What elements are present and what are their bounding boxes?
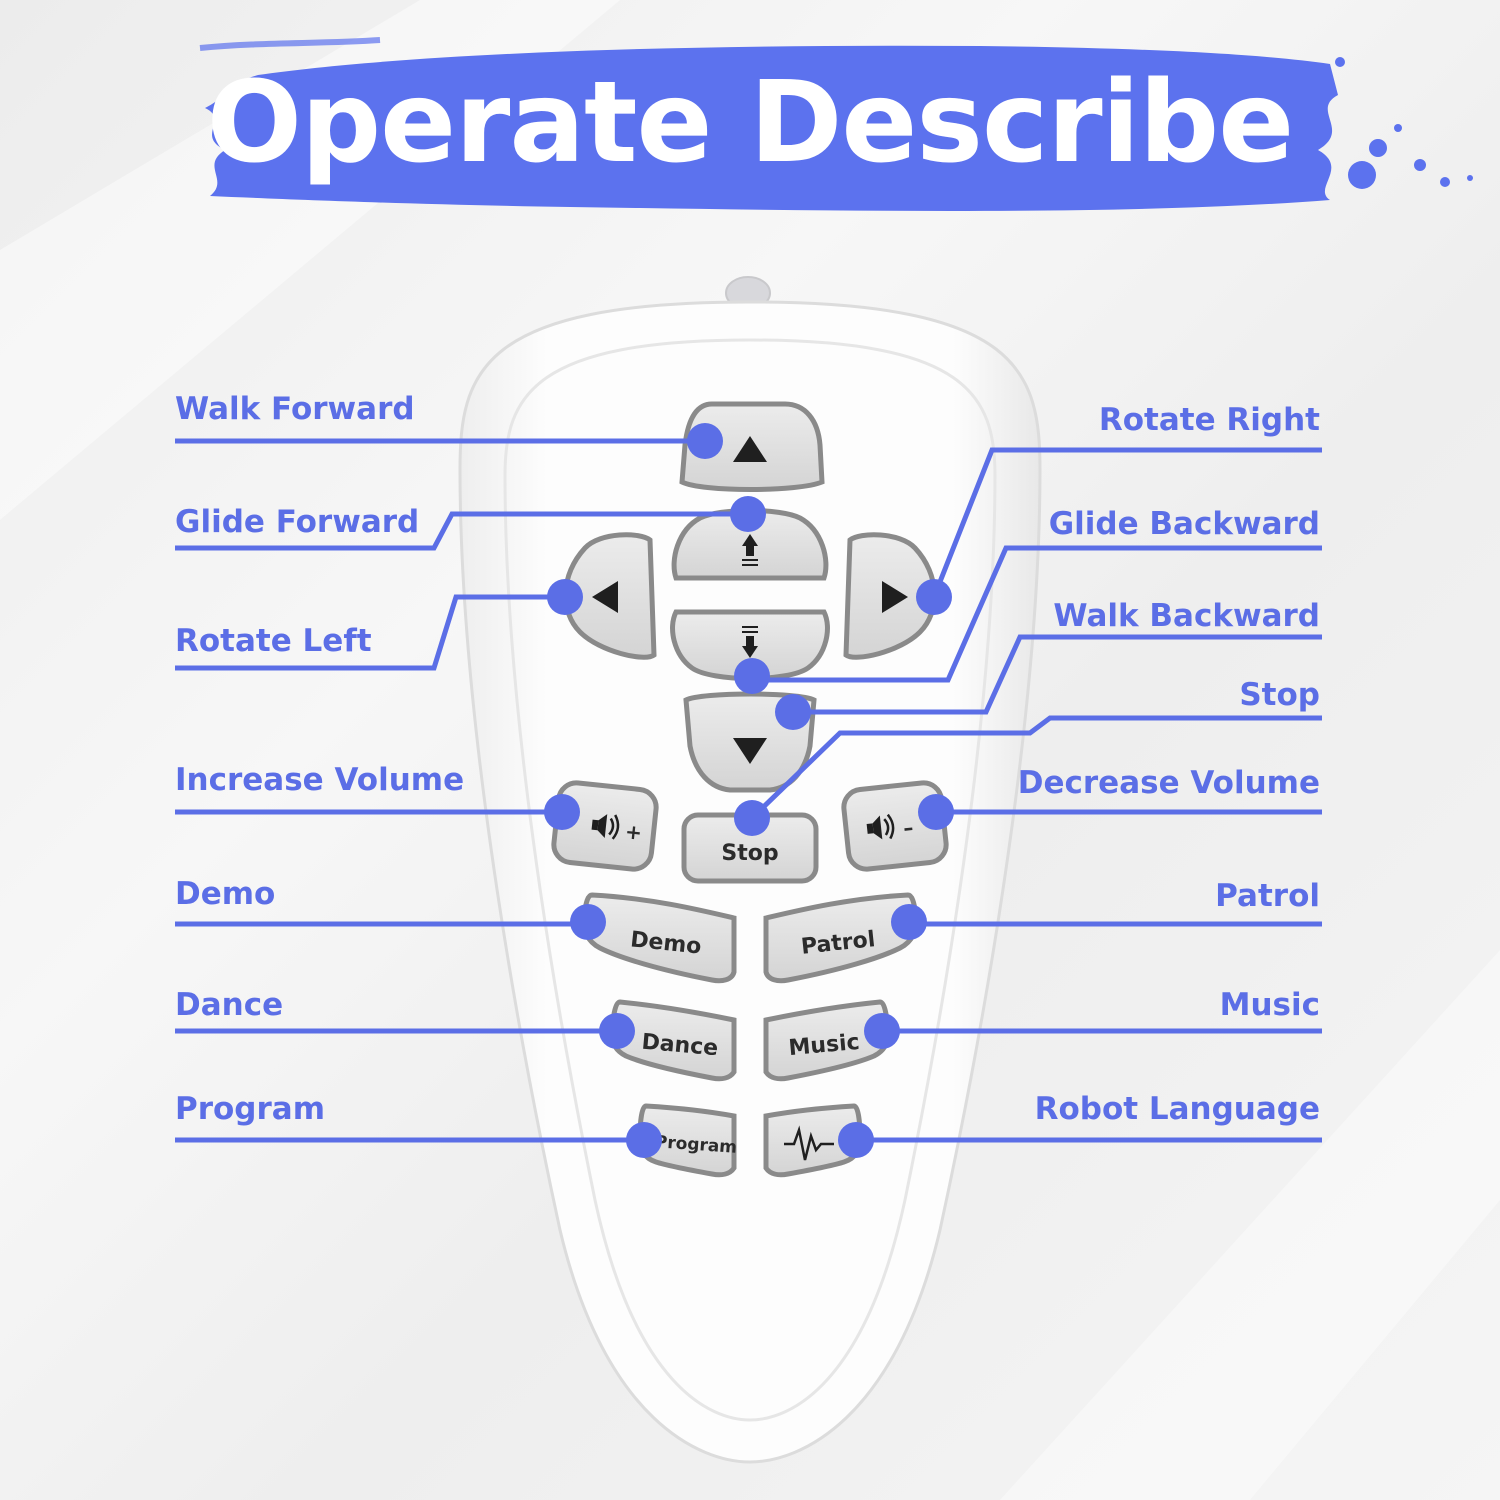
arrow-down-icon: [742, 626, 758, 658]
label-stop: Stop: [1239, 677, 1320, 713]
waveform-icon: [784, 1125, 834, 1161]
label-walk-backward: Walk Backward: [1053, 598, 1320, 634]
callout-dot-stop: [734, 800, 770, 836]
label-walk-forward: Walk Forward: [175, 391, 415, 427]
callout-dot-walk-backward: [775, 694, 811, 730]
callout-dot-dance: [599, 1013, 635, 1049]
arrow-up-icon: [742, 534, 758, 566]
leader-rotate-right: [931, 447, 1322, 598]
music-button-label: Music: [788, 1030, 861, 1061]
label-glide-backward: Glide Backward: [1048, 506, 1320, 542]
callout-dot-rotate-left: [547, 579, 583, 615]
callout-dot-music: [864, 1013, 900, 1049]
label-decrease-volume: Decrease Volume: [1017, 765, 1320, 801]
title-banner: [199, 37, 1473, 211]
triangle-down-icon: [733, 738, 767, 764]
callout-dot-rotate-right: [916, 579, 952, 615]
leader-rotate-left: [175, 594, 565, 671]
callout-dot-program: [626, 1122, 662, 1158]
leader-walk-backward: [793, 634, 1322, 715]
label-music: Music: [1219, 987, 1320, 1023]
label-robot-language: Robot Language: [1034, 1091, 1320, 1127]
page-title: Operate Describe: [206, 58, 1294, 188]
triangle-right-icon: [882, 581, 908, 613]
label-program: Program: [175, 1091, 326, 1127]
callout-dot-robot-language: [838, 1122, 874, 1158]
callout-dot-walk-forward: [687, 423, 723, 459]
label-rotate-left: Rotate Left: [175, 623, 372, 659]
callout-dot-decrease-volume: [918, 794, 954, 830]
callout-dot-glide-backward: [734, 658, 770, 694]
label-glide-forward: Glide Forward: [175, 504, 420, 540]
label-dance: Dance: [175, 987, 284, 1023]
callout-dot-increase-volume: [544, 794, 580, 830]
label-patrol: Patrol: [1215, 878, 1320, 914]
callout-dot-glide-forward: [730, 496, 766, 532]
volume-up-symbol: +: [624, 819, 643, 845]
triangle-left-icon: [592, 581, 618, 613]
leader-glide-forward: [175, 511, 748, 551]
light-streak: [1000, 950, 1500, 1500]
leader-glide-backward: [752, 545, 1322, 683]
speaker-icon: [866, 813, 895, 840]
label-increase-volume: Increase Volume: [175, 762, 465, 798]
label-rotate-right: Rotate Right: [1098, 402, 1320, 438]
volume-down-symbol: –: [902, 815, 914, 840]
stop-button-label: Stop: [721, 841, 778, 866]
speaker-icon: [591, 814, 620, 840]
leader-stop: [750, 715, 1322, 820]
callout-dot-demo: [570, 904, 606, 940]
callout-dot-patrol: [891, 904, 927, 940]
triangle-up-icon: [733, 436, 767, 462]
label-demo: Demo: [175, 876, 276, 912]
